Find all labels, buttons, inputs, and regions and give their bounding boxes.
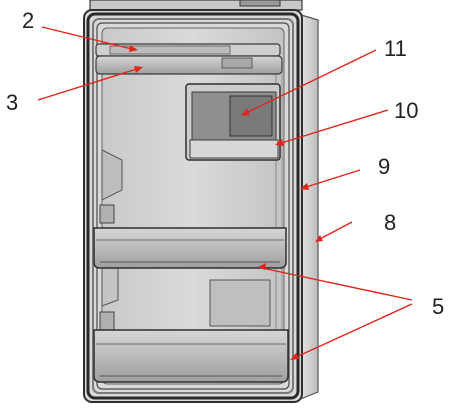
callout-10: 10 [394,98,419,123]
leader-11-arrowhead [241,108,250,116]
leader-3 [37,67,141,101]
leader-lines [37,26,413,360]
leader-9-arrowhead [300,183,309,190]
leader-5b-arrowhead [290,353,299,360]
callout-9: 9 [378,154,391,179]
callout-3: 3 [6,90,19,115]
leader-5a-arrowhead [258,263,266,270]
callout-5: 5 [432,294,445,319]
top-shelf-assembly [95,43,283,75]
door-bin-middle [93,227,287,269]
leader-5a [261,267,413,301]
leader-8 [317,221,353,241]
label-plate [209,279,271,327]
callout-2: 2 [22,8,35,33]
upper-door-edge [89,0,303,11]
leader-2-arrowhead [129,45,138,52]
leader-11 [243,49,377,115]
leader-8-arrowhead [315,235,323,242]
door-bin-bottom [93,329,289,383]
leader-2 [41,26,137,51]
dairy-compartment [185,83,281,161]
door-gasket [86,12,300,400]
callout-8: 8 [384,210,397,235]
leader-9 [302,169,361,189]
leader-3-arrowhead [134,66,143,73]
leader-10 [277,109,389,145]
leader-5b [293,303,413,359]
callout-11: 11 [384,36,407,61]
leader-10-arrowhead [275,139,284,146]
